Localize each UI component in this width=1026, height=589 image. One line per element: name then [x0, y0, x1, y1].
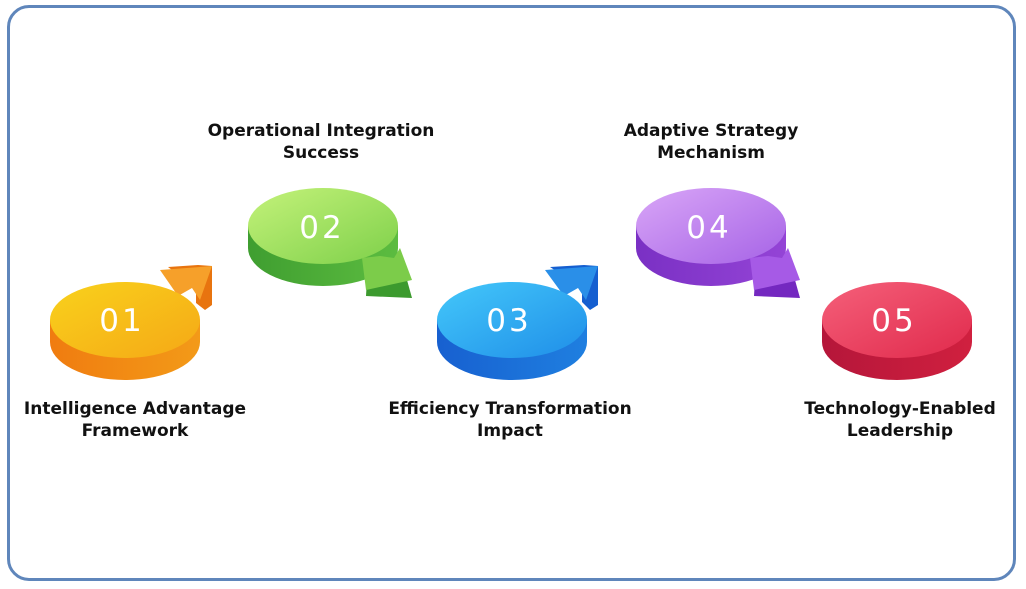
step-05-disc-top — [822, 282, 972, 358]
step-04-disc: 04 — [636, 188, 800, 298]
step-01-title: Intelligence Advantage Framework — [24, 398, 246, 442]
step-04-arrow — [750, 248, 800, 290]
step-05-title: Technology-Enabled Leadership — [804, 398, 996, 442]
step-04-title-line2: Mechanism — [657, 143, 765, 163]
step-02-disc-top — [248, 188, 398, 264]
step-04-number: 04 — [686, 210, 731, 246]
step-03-disc: 03 — [437, 265, 598, 380]
step-01-title-line1: Intelligence Advantage — [23, 399, 247, 419]
step-01-disc-top — [50, 282, 200, 358]
step-02-title-line2: Success — [282, 143, 360, 163]
step-05-title-line2: Leadership — [846, 421, 954, 441]
step-03-title-line2: Impact — [477, 421, 543, 441]
step-02-arrow — [362, 248, 412, 290]
step-03-disc-top — [437, 282, 587, 358]
step-01-title-line2: Framework — [81, 421, 189, 441]
step-05-disc: 05 — [822, 282, 972, 380]
step-03-arrow — [545, 266, 598, 300]
step-04-disc-top — [636, 188, 786, 264]
step-02-title: Operational Integration Success — [208, 120, 435, 164]
step-05-title-line1: Technology-Enabled — [804, 399, 996, 419]
step-01-disc: 01 — [50, 265, 212, 380]
step-02-number: 02 — [299, 210, 344, 246]
step-04-title-line1: Adaptive Strategy — [623, 121, 799, 141]
step-03-title: Efficiency Transformation Impact — [388, 398, 631, 442]
step-02-disc: 02 — [248, 188, 412, 298]
step-01-number: 01 — [99, 303, 144, 339]
step-05-number: 05 — [871, 303, 916, 339]
step-04-title: Adaptive Strategy Mechanism — [624, 120, 799, 164]
step-02-title-line1: Operational Integration — [207, 121, 435, 141]
step-03-number: 03 — [486, 303, 531, 339]
step-03-title-line1: Efficiency Transformation — [388, 399, 632, 419]
step-01-arrow — [160, 266, 212, 300]
